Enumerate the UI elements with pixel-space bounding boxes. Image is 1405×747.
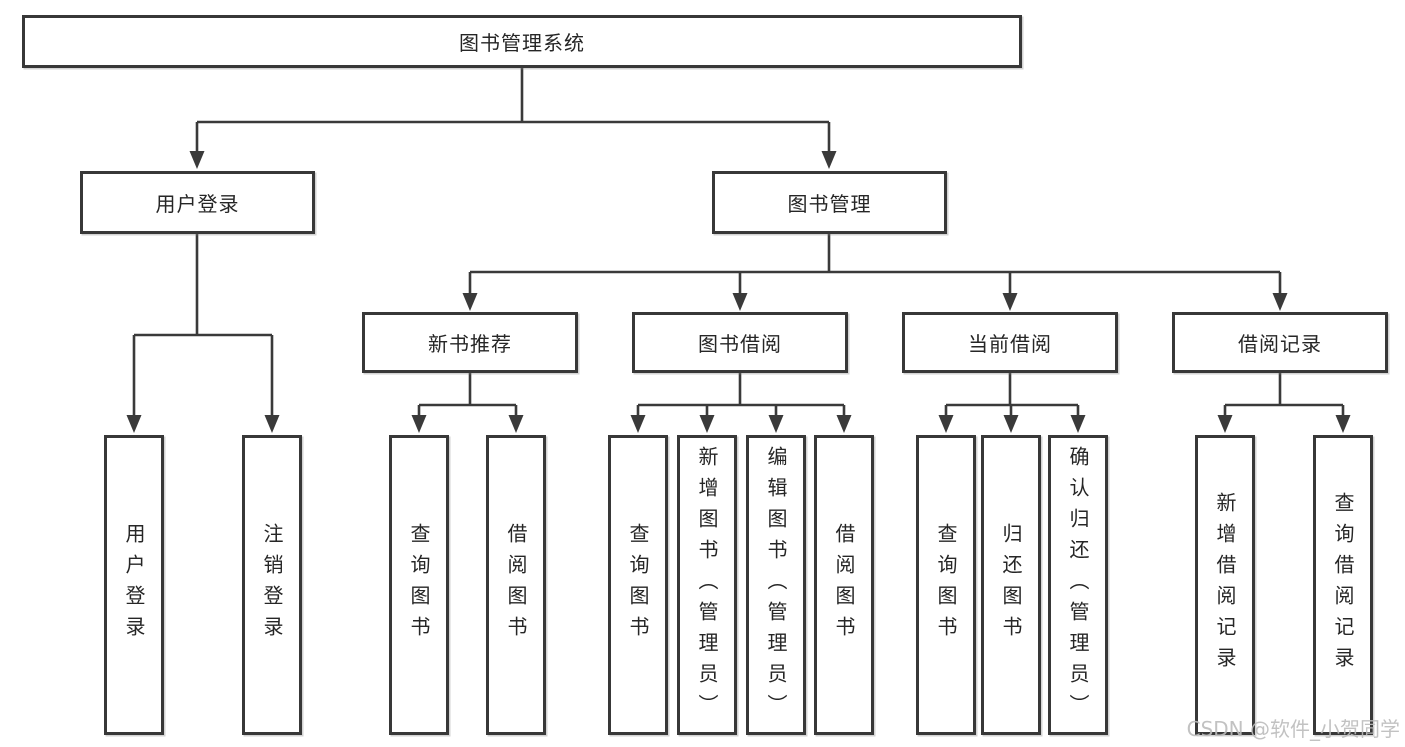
leaf-query-borrow-record-label: 查询借阅记录 (1331, 492, 1355, 678)
node-book-borrowing: 图书借阅 (632, 312, 848, 373)
leaf-borrow-books-borrowing: 借阅图书 (814, 435, 874, 735)
leaf-add-borrow-record: 新增借阅记录 (1195, 435, 1255, 735)
leaf-edit-book-admin: 编辑图书（管理员） (746, 435, 806, 735)
leaf-query-books-recommend-label: 查询图书 (407, 523, 431, 647)
leaf-add-book-admin-label: 新增图书（管理员） (695, 445, 719, 725)
leaf-logout: 注销登录 (242, 435, 302, 735)
leaf-confirm-return-admin: 确认归还（管理员） (1048, 435, 1108, 735)
arrowheads (126, 151, 1351, 433)
leaf-borrow-books-recommend-label: 借阅图书 (504, 523, 528, 647)
node-current-borrowing-label: 当前借阅 (968, 332, 1052, 356)
leaf-borrow-books-borrowing-label: 借阅图书 (832, 523, 856, 647)
leaf-query-books-current-label: 查询图书 (934, 523, 958, 647)
leaf-user-login: 用户登录 (104, 435, 164, 735)
leaf-logout-label: 注销登录 (260, 523, 284, 647)
leaf-user-login-label: 用户登录 (122, 523, 146, 647)
leaf-query-books-borrowing: 查询图书 (608, 435, 668, 735)
leaf-confirm-return-admin-label: 确认归还（管理员） (1066, 445, 1090, 725)
node-new-book-recommendation-label: 新书推荐 (428, 332, 512, 356)
leaf-add-borrow-record-label: 新增借阅记录 (1213, 492, 1237, 678)
leaf-query-books-borrowing-label: 查询图书 (626, 523, 650, 647)
leaf-query-borrow-record: 查询借阅记录 (1313, 435, 1373, 735)
node-book-management-label: 图书管理 (787, 192, 872, 216)
leaf-borrow-books-recommend: 借阅图书 (486, 435, 546, 735)
leaf-query-books-current: 查询图书 (916, 435, 976, 735)
watermark: CSDN @软件_小贺同学 (1186, 717, 1400, 741)
node-user-login-label: 用户登录 (155, 192, 240, 216)
node-current-borrowing: 当前借阅 (902, 312, 1118, 373)
node-borrowing-records-label: 借阅记录 (1238, 332, 1322, 356)
node-library-system-label: 图书管理系统 (459, 31, 585, 55)
leaf-add-book-admin: 新增图书（管理员） (677, 435, 737, 735)
leaf-edit-book-admin-label: 编辑图书（管理员） (764, 445, 788, 725)
node-user-login: 用户登录 (80, 171, 315, 234)
leaf-return-books: 归还图书 (981, 435, 1041, 735)
node-book-management: 图书管理 (712, 171, 947, 234)
node-book-borrowing-label: 图书借阅 (698, 332, 782, 356)
leaf-query-books-recommend: 查询图书 (389, 435, 449, 735)
node-borrowing-records: 借阅记录 (1172, 312, 1388, 373)
leaf-return-books-label: 归还图书 (999, 523, 1023, 647)
node-library-system: 图书管理系统 (22, 15, 1022, 68)
node-new-book-recommendation: 新书推荐 (362, 312, 578, 373)
